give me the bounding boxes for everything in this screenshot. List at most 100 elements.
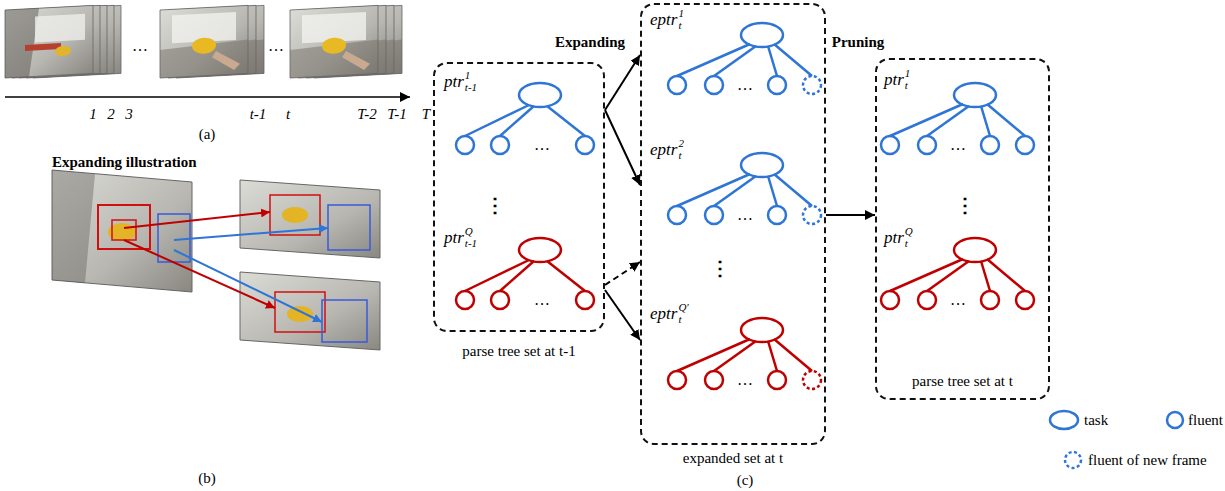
expanding-illustration [112,220,136,240]
index-stack: 1t [905,68,911,91]
expanding-illustration [124,212,270,228]
parse-trees [668,23,821,94]
set-caption: expanded set at t [683,449,783,467]
tree-label: ptr1t-1 [444,70,477,93]
expanding-illustration [174,228,328,240]
expanding-illustration [52,170,95,283]
frame-strip [5,5,93,78]
ellipsis: … [737,371,753,389]
parse-trees [456,238,594,309]
expanding-illustration [328,205,370,250]
expanding-illustration [52,170,192,292]
panel-label: (b) [198,470,216,487]
parse-trees [881,83,1034,154]
subscript: t [678,20,684,32]
expanding-illustration [52,170,380,350]
parse-trees [668,153,821,224]
tree-label: eptr1t [650,8,684,31]
subscript: t [678,314,688,326]
legend-text: fluent [1188,412,1223,429]
index-stack: 1t-1 [465,70,477,93]
expanding-illustration [240,272,380,350]
ellipsis: … [534,136,550,154]
frame-index: t [286,106,290,123]
parse-trees [881,238,1034,309]
tree-label: eptr2t [650,138,684,161]
step-label: Pruning [830,34,887,51]
frame-index: 2 [107,106,115,123]
superscript: 1 [465,70,477,82]
step-label: Expanding [553,34,627,51]
superscript: 1 [678,8,684,20]
tree-name: ptr [444,228,464,247]
tree-name: ptr [884,228,904,247]
expanding-illustration [282,207,308,223]
tree-label: eptrQ′t [650,302,689,325]
frame-strip [160,5,248,78]
subscript: t-1 [465,238,477,250]
ellipsis: … [132,37,148,55]
superscript: Q [905,226,913,238]
superscript: Q′ [678,302,688,314]
subscript: t [905,238,913,250]
index-stack: Q′t [678,302,688,325]
parse-trees [668,318,821,389]
subscript: t-1 [465,82,477,94]
subscript: t [678,150,684,162]
superscript: Q [465,226,477,238]
frame-index: T-1 [387,106,407,123]
frame-index: T-2 [357,106,377,123]
tree-name: ptr [884,70,904,89]
vertical-ellipsis: ⋮ [955,194,975,216]
expanding-illustration [322,300,367,342]
set-caption: parse tree set at t-1 [462,342,575,360]
node-set-box: expanded set at t [640,3,826,445]
node-set-box: parse tree set at t-1 [433,62,605,332]
tree-name: ptr [444,72,464,91]
set-caption: parse tree set at t [912,372,1013,390]
expanding-illustration [240,180,380,258]
ellipsis: … [268,37,284,55]
ellipsis: … [737,206,753,224]
tree-name: eptr [650,140,677,159]
subscript: t [905,80,911,92]
index-stack: Qt-1 [465,226,477,249]
vertical-ellipsis: ⋮ [485,194,505,216]
superscript: 1 [905,68,911,80]
expanding-illustration [174,250,322,322]
frame-index: 1 [89,106,97,123]
frame-index: T [422,106,430,123]
parse-trees [456,83,594,154]
legend-text: task [1084,412,1108,429]
ellipsis: … [950,291,966,309]
frame-strip [290,5,378,78]
tree-name: eptr [650,304,677,323]
expand-arrow [605,262,640,285]
index-stack: 2t [678,138,684,161]
panel-label: (a) [199,126,216,143]
expand-arrow [605,290,640,340]
expand-arrow [605,55,640,110]
legend-symbols [1065,452,1081,468]
expand-arrow [605,110,640,185]
superscript: 2 [678,138,684,150]
time-axis [5,96,410,98]
tree-label: ptr1t [884,68,910,91]
frame-strip [5,5,402,78]
frame-index: t-1 [250,106,267,123]
expanding-illustration [124,240,275,308]
ellipsis: … [737,76,753,94]
index-stack: 1t [678,8,684,31]
frame-index: 3 [125,106,133,123]
tree-label: ptrQt [884,226,913,249]
legend-text: fluent of new frame [1088,452,1207,469]
panel-title: Expanding illustration [52,154,197,171]
tree-name: eptr [650,10,677,29]
tree-label: ptrQt-1 [444,226,477,249]
legend-symbols [1050,411,1078,429]
expanding-illustration [287,306,313,322]
parse-trees [456,23,1034,389]
